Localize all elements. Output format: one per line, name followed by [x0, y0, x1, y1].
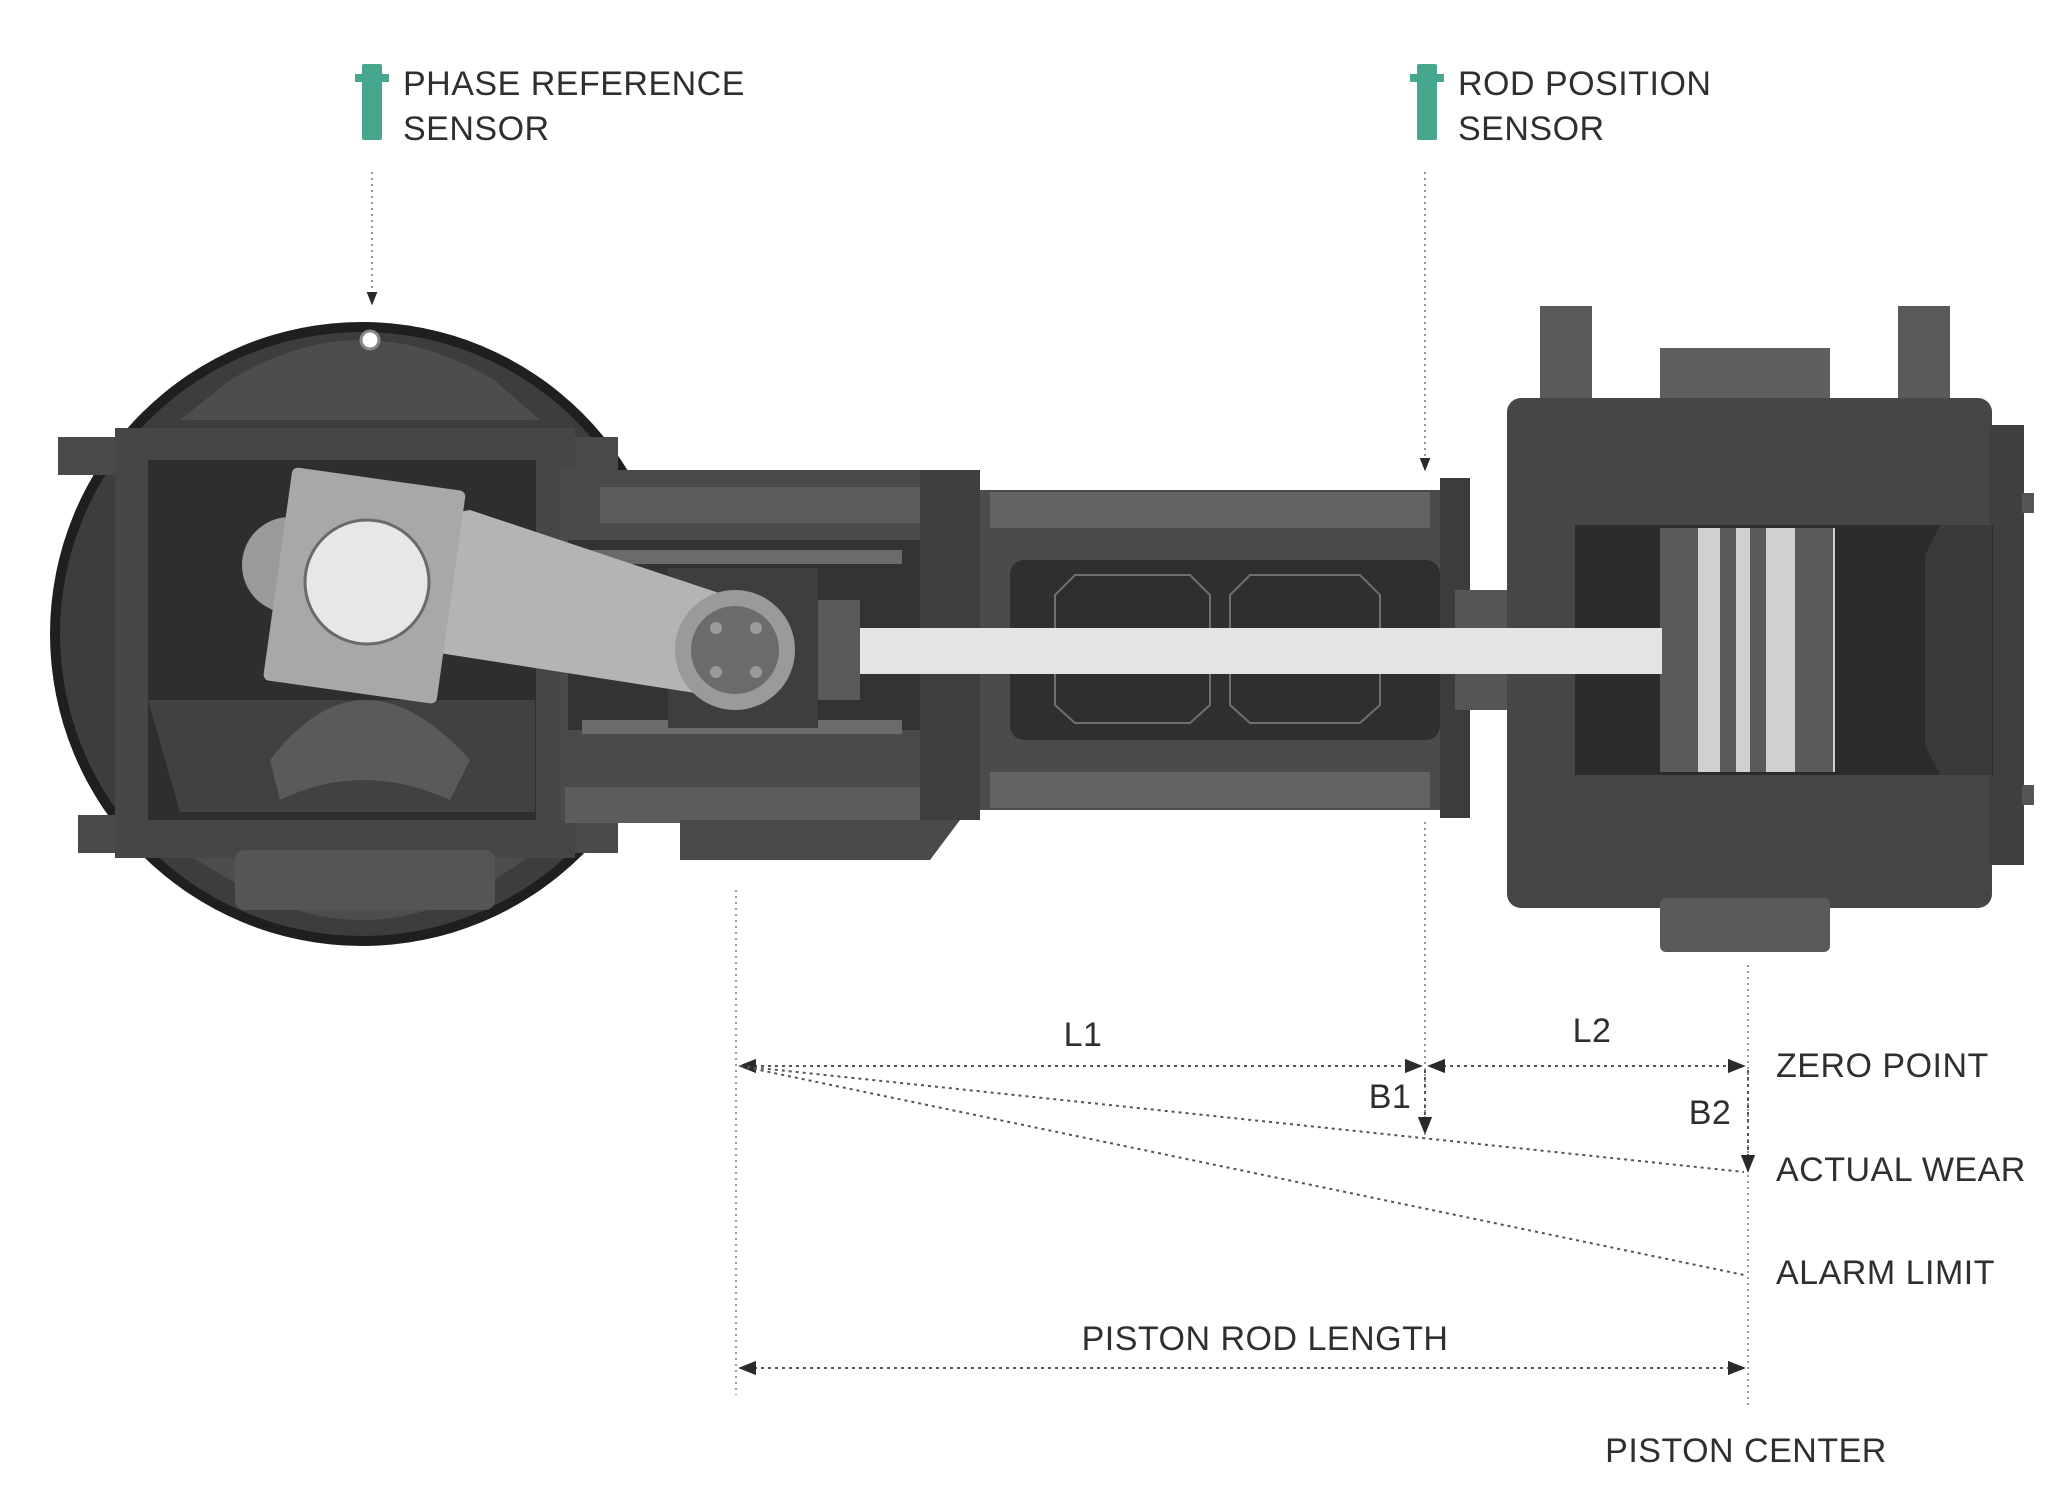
rod-sensor-label-line1: ROD POSITION [1458, 65, 1711, 103]
rod-position-sensor: ROD POSITION SENSOR [1410, 64, 1711, 472]
pin-bolt-1 [710, 622, 722, 634]
rod-sensor-icon [1410, 64, 1444, 140]
piston-ring-1 [1660, 528, 1698, 772]
pin-bolt-4 [750, 666, 762, 678]
phase-reference-sensor: PHASE REFERENCE SENSOR [355, 64, 745, 351]
alarm-limit-line [739, 1065, 1745, 1276]
crank-lower-cap [235, 850, 495, 910]
b1-label: B1 [1369, 1078, 1412, 1116]
phase-sensor-label-line2: SENSOR [403, 110, 550, 148]
guide-top-plate [600, 487, 940, 523]
phase-reference-mark [359, 329, 381, 351]
piston-ring-4 [1795, 528, 1833, 772]
guide-foot [680, 820, 960, 860]
pin-bolt-2 [750, 622, 762, 634]
actual-wear-line [739, 1065, 1745, 1173]
rod-sensor-label-line2: SENSOR [1458, 110, 1605, 148]
upper-slide [582, 550, 902, 564]
piston-ring-3 [1750, 528, 1766, 772]
alarm-limit-label: ALARM LIMIT [1776, 1254, 1995, 1292]
moving-parts [263, 467, 1662, 728]
crank-pin [303, 518, 431, 646]
cylinder-stud-left [1540, 306, 1592, 416]
discharge-valve-cap [1660, 898, 1830, 952]
cylinder [1507, 306, 2034, 952]
packing-top [990, 492, 1430, 528]
pin-bolt-3 [710, 666, 722, 678]
b2-label: B2 [1689, 1094, 1732, 1132]
piston-rod-length-label: PISTON ROD LENGTH [1082, 1320, 1449, 1358]
crank-counterweight [270, 700, 470, 800]
phase-sensor-icon [355, 64, 389, 140]
head-bolt-bottom [2022, 785, 2034, 805]
l2-label: L2 [1573, 1012, 1612, 1050]
phase-sensor-label-line1: PHASE REFERENCE [403, 65, 745, 103]
cylinder-head [1990, 425, 2024, 865]
cylinder-stud-right [1898, 306, 1950, 416]
piston-ring-2 [1720, 528, 1736, 772]
flywheel-upper-web [180, 340, 540, 420]
packing-bottom [990, 772, 1430, 808]
head-bolt-top [2022, 493, 2034, 513]
head-clearance [1925, 525, 1992, 775]
piston-center-label: PISTON CENTER [1605, 1432, 1887, 1470]
piston-rod [820, 628, 1662, 674]
guide-bottom-plate [565, 787, 935, 823]
zero-point-label: ZERO POINT [1776, 1047, 1989, 1085]
wrist-pin [691, 606, 779, 694]
l1-label: L1 [1064, 1016, 1103, 1054]
actual-wear-label: ACTUAL WEAR [1776, 1151, 2026, 1189]
measurement-diagram: L1 L2 B1 B2 ZERO POINT ACTUAL WEAR ALARM… [735, 822, 2026, 1470]
